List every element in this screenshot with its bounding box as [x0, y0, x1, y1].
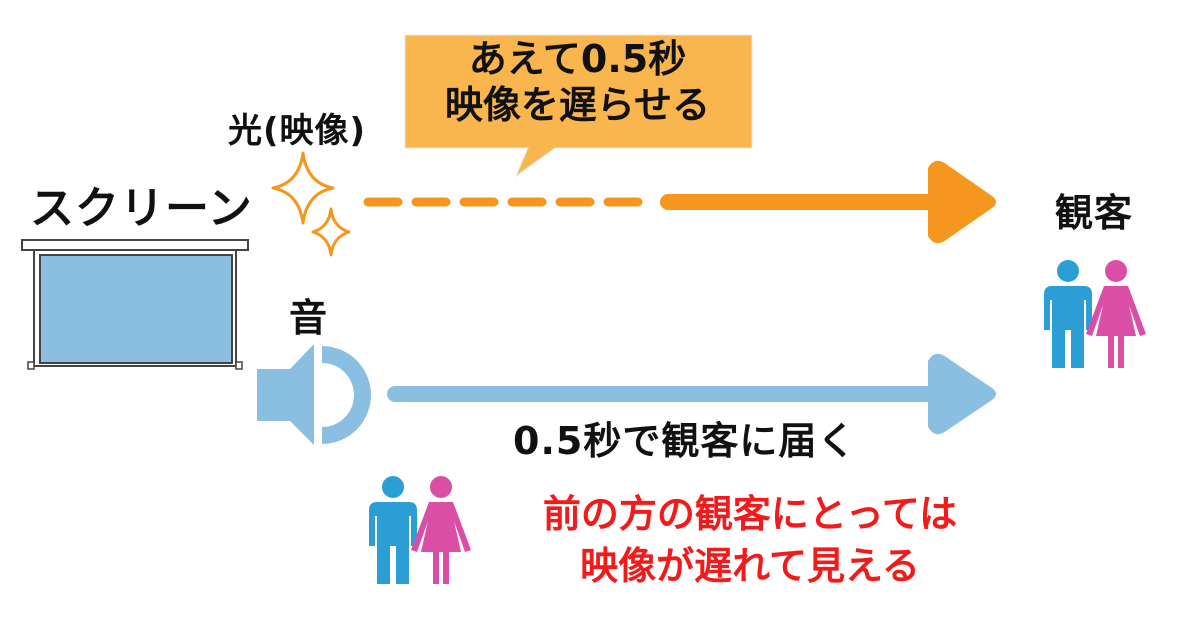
woman-icon [1086, 260, 1146, 368]
front-audience-note: 前の方の観客にとっては 映像が遅れて見える [470, 488, 1030, 592]
light-label: 光(映像) [228, 111, 367, 151]
audience-icon-front [369, 476, 471, 584]
callout-text: あえて0.5秒 映像を遅らせる [405, 36, 750, 128]
audience-label: 観客 [1055, 191, 1134, 235]
callout-line-2: 映像を遅らせる [444, 83, 711, 127]
sound-arrow [387, 353, 996, 435]
sound-label: 音 [289, 296, 329, 340]
man-icon [369, 476, 417, 584]
woman-icon [411, 476, 471, 584]
front-note-line-1: 前の方の観客にとっては [542, 492, 958, 536]
callout-bubble [404, 34, 753, 178]
screen-label: スクリーン [30, 183, 253, 234]
speaker-icon [257, 344, 371, 445]
man-icon [1044, 260, 1092, 368]
light-arrow [363, 160, 996, 244]
front-note-line-2: 映像が遅れて見える [580, 544, 920, 588]
sparkle-icon [271, 151, 351, 257]
audience-icon-right [1044, 260, 1146, 368]
projection-screen-icon [21, 239, 249, 370]
callout-line-1: あえて0.5秒 [468, 37, 687, 81]
sound-caption: 0.5秒で観客に届く [513, 419, 857, 463]
